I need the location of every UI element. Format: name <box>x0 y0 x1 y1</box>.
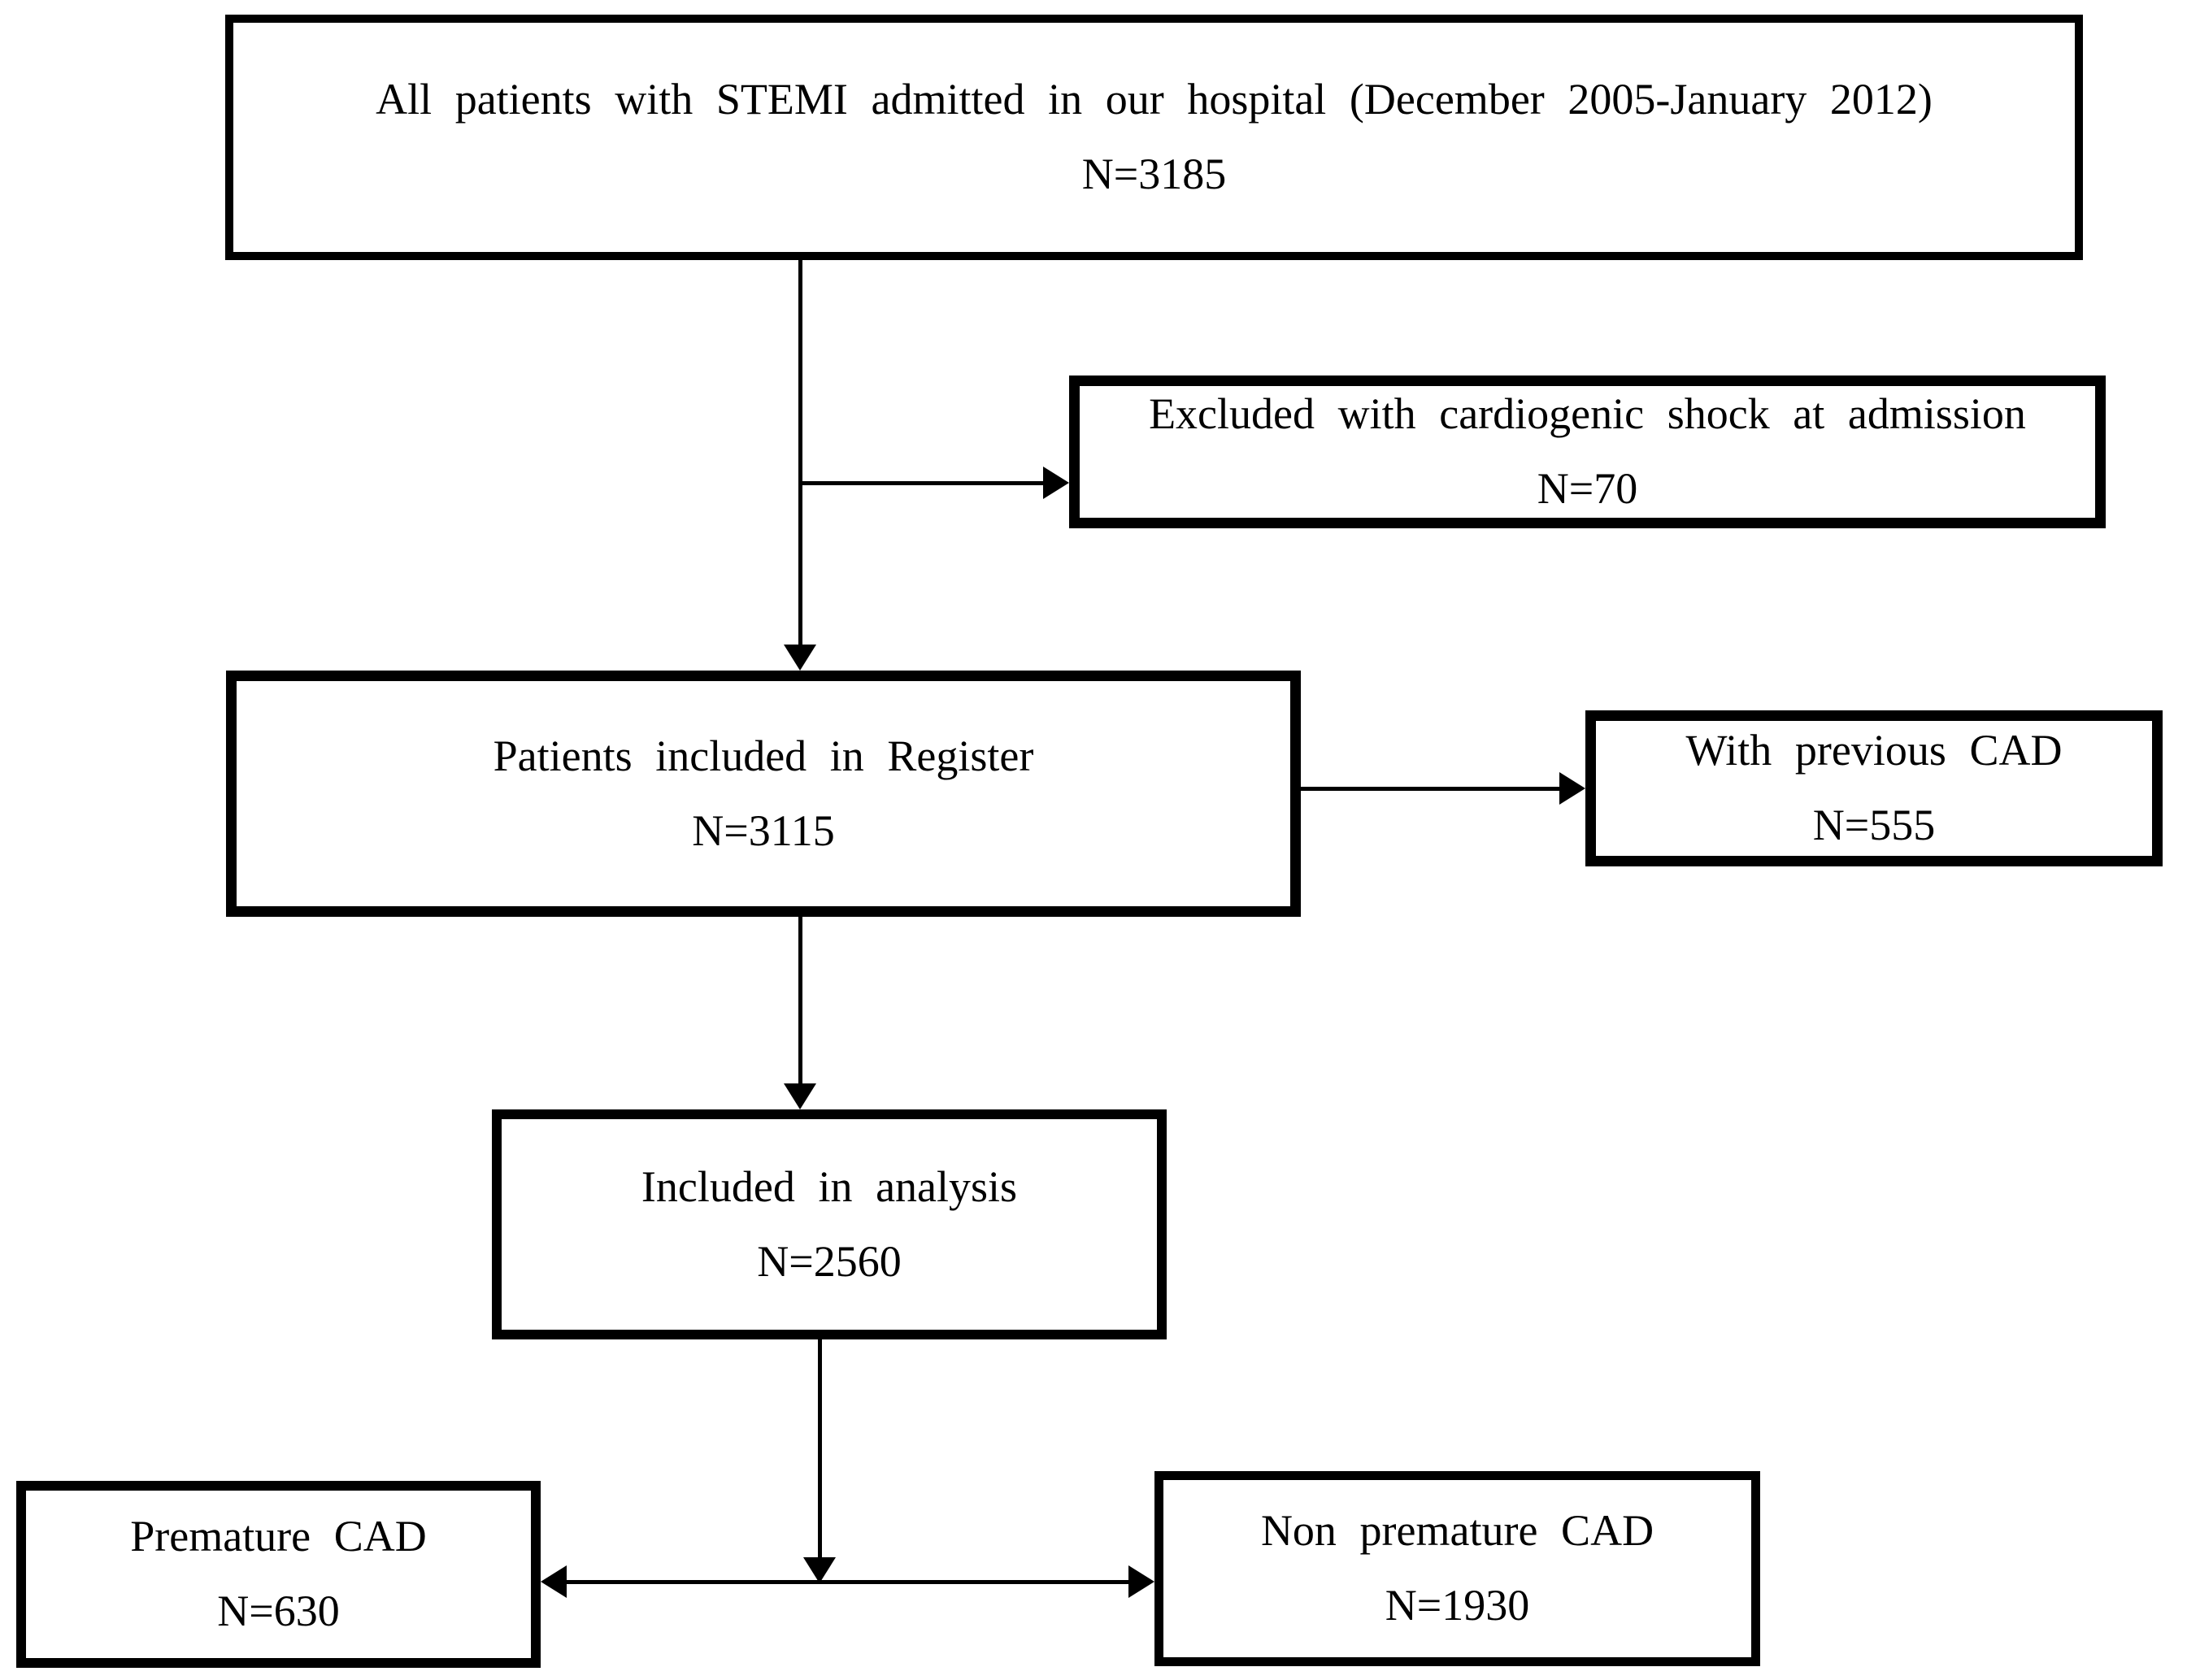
box-with-previous-cad-label: With previous CAD <box>1685 726 2063 775</box>
arrowhead-split-junction-icon <box>803 1557 836 1583</box>
arrowhead-into-excluded-icon <box>1043 467 1069 499</box>
box-non-premature-cad: Non premature CAD N=1930 <box>1154 1471 1760 1666</box>
box-non-premature-cad-label: Non premature CAD <box>1260 1506 1654 1556</box>
box-premature-cad: Premature CAD N=630 <box>16 1481 541 1668</box>
connector-branch-to-excluded-line <box>800 481 1055 485</box>
box-premature-cad-count: N=630 <box>217 1587 340 1635</box>
arrowhead-into-non-premature-cad-icon <box>1128 1565 1154 1598</box>
arrowhead-into-previous-cad-icon <box>1559 772 1585 805</box>
box-excluded-cardiogenic-shock-count: N=70 <box>1537 464 1638 513</box>
box-excluded-cardiogenic-shock-label: Excluded with cardiogenic shock at admis… <box>1149 389 2026 439</box>
connector-top-to-register-line <box>798 260 802 646</box>
box-excluded-cardiogenic-shock: Excluded with cardiogenic shock at admis… <box>1069 376 2106 528</box>
connector-register-to-analysis-line <box>798 917 802 1083</box>
arrowhead-into-analysis-icon <box>784 1083 816 1109</box>
arrowhead-into-register-icon <box>784 645 816 671</box>
box-with-previous-cad: With previous CAD N=555 <box>1585 710 2163 866</box>
box-all-stemi-patients: All patients with STEMI admitted in our … <box>225 15 2083 260</box>
box-all-stemi-patients-count: N=3185 <box>1081 150 1227 198</box>
connector-register-to-previous-cad-line <box>1301 787 1559 791</box>
arrowhead-into-premature-cad-icon <box>541 1565 567 1598</box>
box-non-premature-cad-count: N=1930 <box>1385 1581 1530 1630</box>
box-all-stemi-patients-label: All patients with STEMI admitted in our … <box>376 75 1933 124</box>
connector-analysis-to-split-line <box>818 1339 822 1557</box>
box-included-in-register-count: N=3115 <box>692 805 835 855</box>
box-included-in-analysis: Included in analysis N=2560 <box>492 1109 1167 1339</box>
connector-split-horizontal-line <box>567 1580 1128 1584</box>
box-included-in-analysis-label: Included in analysis <box>641 1161 1018 1211</box>
box-included-in-register: Patients included in Register N=3115 <box>226 671 1301 917</box>
box-premature-cad-label: Premature CAD <box>130 1512 427 1561</box>
box-with-previous-cad-count: N=555 <box>1812 801 1936 849</box>
box-included-in-analysis-count: N=2560 <box>757 1236 902 1286</box>
box-included-in-register-label: Patients included in Register <box>493 731 1034 780</box>
